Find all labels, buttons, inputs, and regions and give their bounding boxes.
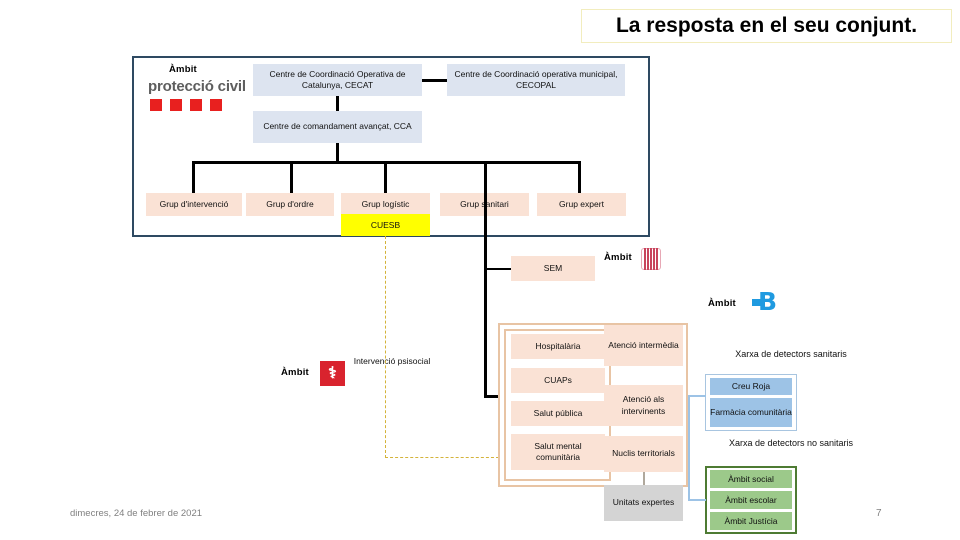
salut-nuclis-territorials: Nuclis territorials bbox=[604, 436, 683, 472]
xarxa-no-sanitaris-title: Xarxa de detectors no sanitaris bbox=[728, 438, 854, 448]
group-expert: Grup expert bbox=[537, 193, 626, 216]
proteccio-civil-logo-text: protecció civil bbox=[148, 78, 246, 95]
salut-cuaps: CUAPs bbox=[511, 368, 605, 393]
connector-branch-3 bbox=[384, 161, 387, 193]
creu-roja-ambit-label: Àmbit bbox=[281, 367, 309, 378]
salut-publica: Salut pública bbox=[511, 401, 605, 426]
salut-hospitalaria: Hospitalària bbox=[511, 334, 605, 359]
xarxa-sanitaris-title: Xarxa de detectors sanitaris bbox=[735, 349, 847, 359]
page-number: 7 bbox=[876, 508, 882, 519]
connector-xarxa-no-sanitaris bbox=[688, 499, 706, 501]
xarxa-item-ambit-escolar: Àmbit escolar bbox=[710, 491, 792, 509]
barcelona-b-logo-icon: B bbox=[752, 289, 778, 314]
connector-cecat-cecopal bbox=[422, 79, 447, 82]
xarxa-item-ambit-social: Àmbit social bbox=[710, 470, 792, 488]
proteccio-civil-squares-icon bbox=[150, 99, 222, 111]
box-cca: Centre de comandament avançat, CCA bbox=[253, 111, 422, 143]
connector-xarxa-vertical bbox=[688, 395, 690, 500]
connector-sem bbox=[484, 268, 511, 270]
group-intervencio: Grup d'intervenció bbox=[146, 193, 242, 216]
connector-branch-2 bbox=[290, 161, 293, 193]
xarxa-item-ambit-justicia: Àmbit Justícia bbox=[710, 512, 792, 530]
connector-cuesb-dashed-horizontal bbox=[385, 457, 610, 458]
salut-atencio-intermedia: Atenció intermèdia bbox=[604, 325, 683, 366]
xarxa-item-creu-roja: Creu Roja bbox=[710, 378, 792, 395]
slide-title-box: La resposta en el seu conjunt. bbox=[581, 9, 952, 43]
connector-branch-5 bbox=[578, 161, 581, 193]
barcelona-ambit-label: Àmbit bbox=[708, 298, 736, 309]
connector-sanitari-to-salut bbox=[484, 395, 508, 398]
footer-date: dimecres, 24 de febrer de 2021 bbox=[70, 508, 203, 519]
box-unitats-expertes: Unitats expertes bbox=[604, 485, 683, 521]
connector-branch-4 bbox=[484, 161, 487, 193]
box-cuesb: CUESB bbox=[341, 214, 430, 236]
connector-branch-1 bbox=[192, 161, 195, 193]
connector-cuesb-dashed-vertical bbox=[385, 236, 386, 458]
connector-xarxa-sanitaris bbox=[688, 395, 706, 397]
proteccio-civil-ambit-label: Àmbit bbox=[169, 64, 197, 75]
salut-mental-comunitaria: Salut mental comunitària bbox=[511, 434, 605, 470]
connector-sanitari-vertical bbox=[484, 193, 487, 398]
salut-atencio-intervinents: Atenció als intervinents bbox=[604, 385, 683, 426]
xarxa-item-farmacia-comunitaria: Farmàcia comunitària bbox=[710, 398, 792, 427]
page-title: La resposta en el seu conjunt. bbox=[615, 14, 918, 37]
connector-unitats-expertes bbox=[643, 472, 645, 486]
box-cecopal: Centre de Coordinació operativa municipa… bbox=[447, 64, 625, 96]
group-ordre: Grup d'ordre bbox=[246, 193, 334, 216]
connector-cca-bus bbox=[336, 143, 339, 163]
box-sem: SEM bbox=[511, 256, 595, 281]
sem-striped-logo-icon bbox=[641, 248, 661, 270]
group-logistic: Grup logístic bbox=[341, 193, 430, 216]
sem-ambit-label: Àmbit bbox=[604, 252, 632, 263]
intervencio-psicosocial-label: Intervenció psisocial bbox=[353, 356, 431, 366]
connector-cecat-cca bbox=[336, 96, 339, 111]
box-cecat: Centre de Coordinació Operativa de Catal… bbox=[253, 64, 422, 96]
creu-roja-logo-icon: ⚕ bbox=[320, 361, 345, 386]
